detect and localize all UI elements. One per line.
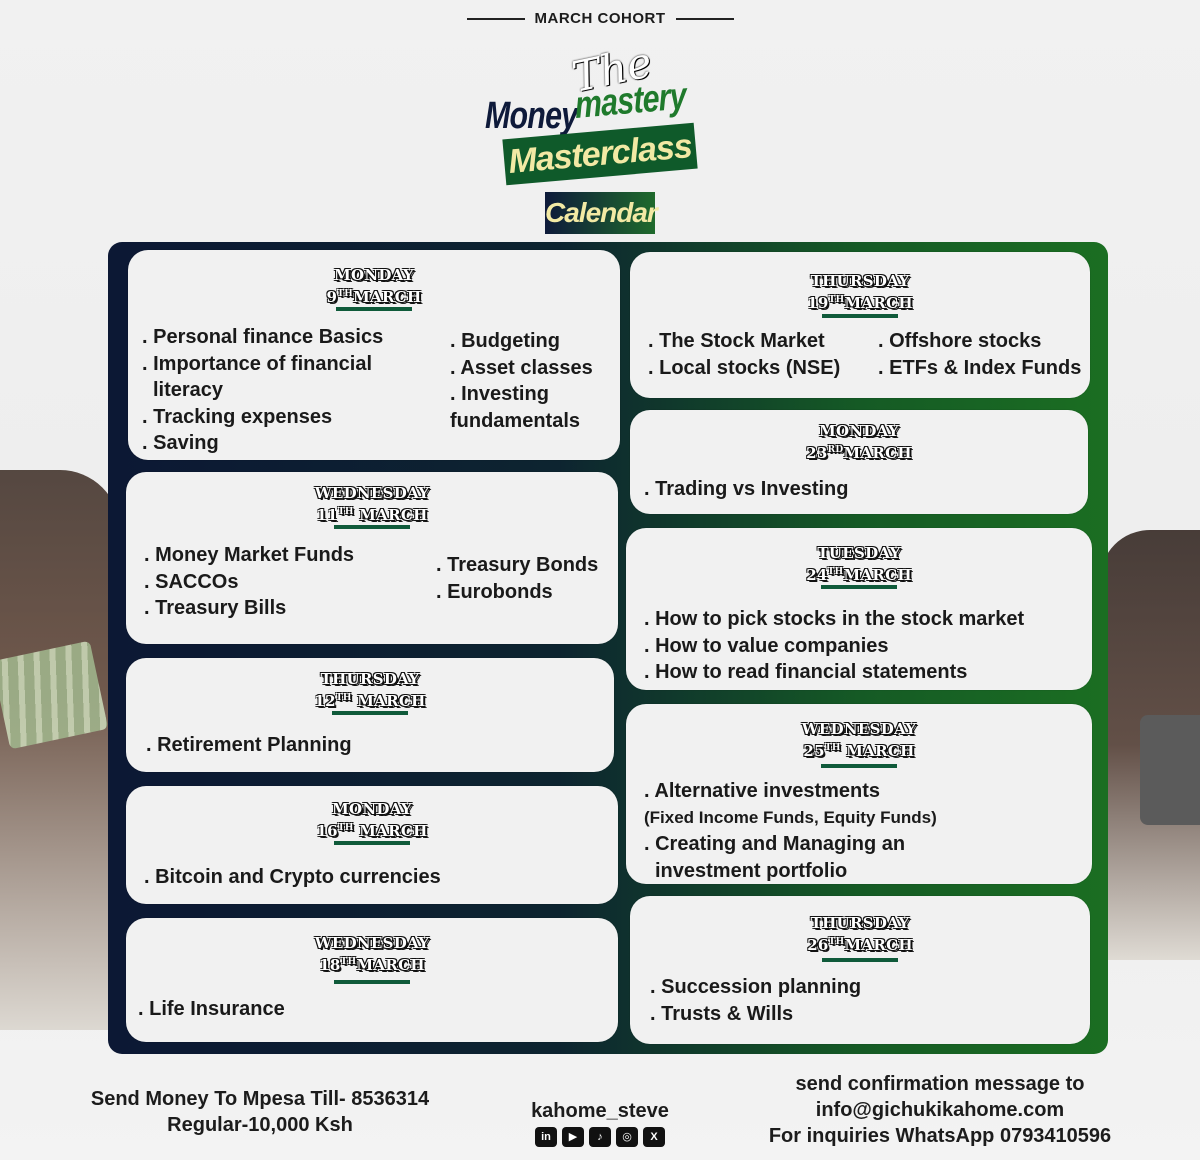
session-card: THURSDAY 19THMARCH . The Stock Market . … (630, 252, 1090, 398)
divider (466, 18, 525, 21)
topic-list: . Bitcoin and Crypto currencies (144, 866, 441, 888)
topic-list: . Life Insurance (138, 998, 285, 1020)
cohort-title: MARCH COHORT (0, 10, 1200, 27)
topic-list: . Offshore stocks . ETFs & Index Funds (878, 330, 1082, 379)
social-handle: kahome_steve (531, 1100, 669, 1122)
email-link[interactable]: info@gichukikahome.com (815, 1099, 1065, 1121)
payment-info: Send Money To Mpesa Till- 8536314 Regula… (60, 1086, 460, 1138)
topic-list: . Treasury Bonds . Eurobonds (436, 554, 599, 603)
date-underline (334, 980, 410, 984)
date-underline (334, 525, 410, 529)
session-card: THURSDAY 12TH MARCH . Retirement Plannin… (126, 658, 614, 772)
topic-list: . The Stock Market . Local stocks (NSE) (648, 330, 841, 379)
session-card: WEDNESDAY 11TH MARCH . Money Market Fund… (126, 472, 618, 644)
session-date: MONDAY 9THMARCH (326, 266, 422, 306)
topic-list: . Budgeting . Asset classes . Investing … (450, 330, 593, 432)
session-card: WEDNESDAY 18THMARCH . Life Insurance (126, 918, 618, 1042)
date-underline (822, 314, 898, 318)
session-card: MONDAY 16TH MARCH . Bitcoin and Crypto c… (126, 786, 618, 904)
youtube-icon[interactable]: ▶ (562, 1127, 584, 1147)
session-date: THURSDAY 12TH MARCH (314, 670, 426, 710)
tablet-photo (1140, 715, 1200, 825)
session-card: THURSDAY 26THMARCH . Succession planning… (630, 896, 1090, 1044)
session-card: WEDNESDAY 25TH MARCH . Alternative inves… (626, 704, 1092, 884)
payment-line: Send Money To Mpesa Till- 8536314 (90, 1088, 430, 1110)
topic-list: . Personal finance Basics . Importance o… (142, 326, 384, 454)
topic-list: . Succession planning . Trusts & Wills (650, 976, 862, 1025)
session-card: MONDAY 23RDMARCH . Trading vs Investing (630, 410, 1088, 514)
date-underline (821, 585, 897, 589)
contact-info: send confirmation message to info@gichuk… (740, 1071, 1140, 1149)
date-underline (334, 841, 410, 845)
price-line: Regular-10,000 Ksh (167, 1114, 353, 1136)
x-icon[interactable]: X (643, 1127, 665, 1147)
topic-list: . Trading vs Investing (644, 478, 849, 500)
instagram-icon[interactable]: ◎ (616, 1127, 638, 1147)
session-date: MONDAY 16TH MARCH (316, 800, 428, 840)
whatsapp-line: For inquiries WhatsApp 0793410596 (768, 1125, 1112, 1147)
date-underline (821, 764, 897, 768)
session-date: THURSDAY 26THMARCH (807, 914, 913, 954)
session-date: THURSDAY 19THMARCH (807, 272, 913, 312)
confirm-line: send confirmation message to (795, 1073, 1085, 1095)
session-date: WEDNESDAY 18THMARCH (314, 934, 430, 974)
calendar-badge: Calendar (545, 192, 658, 234)
logo-mastery: mastery (573, 75, 687, 127)
session-date: TUESDAY 24THMARCH (806, 544, 912, 584)
date-underline (336, 307, 412, 311)
masterclass-logo: The Money mastery Masterclass (480, 37, 720, 190)
logo-money: Money (485, 95, 578, 137)
date-underline (332, 711, 408, 715)
topic-list: . Money Market Funds . SACCOs . Treasury… (144, 544, 355, 619)
session-card: TUESDAY 24THMARCH . How to pick stocks i… (626, 528, 1092, 690)
topic-list: . Retirement Planning (146, 734, 352, 756)
social-icons: in ▶ ♪ ◎ X (520, 1127, 680, 1147)
date-underline (822, 958, 898, 962)
session-date: MONDAY 23RDMARCH (806, 422, 912, 462)
session-date: WEDNESDAY 11TH MARCH (314, 484, 430, 524)
session-date: WEDNESDAY 25TH MARCH (801, 720, 917, 760)
schedule-board: MONDAY 9THMARCH . Personal finance Basic… (108, 242, 1108, 1054)
linkedin-icon[interactable]: in (535, 1127, 557, 1147)
divider (675, 18, 734, 21)
topic-list: . Alternative investments (Fixed Income … (644, 780, 937, 882)
session-card: MONDAY 9THMARCH . Personal finance Basic… (128, 250, 620, 460)
person-photo-left (0, 470, 120, 1030)
topic-list: . How to pick stocks in the stock market… (644, 608, 1025, 683)
tiktok-icon[interactable]: ♪ (589, 1127, 611, 1147)
social-block: kahome_steve in ▶ ♪ ◎ X (520, 1100, 680, 1147)
